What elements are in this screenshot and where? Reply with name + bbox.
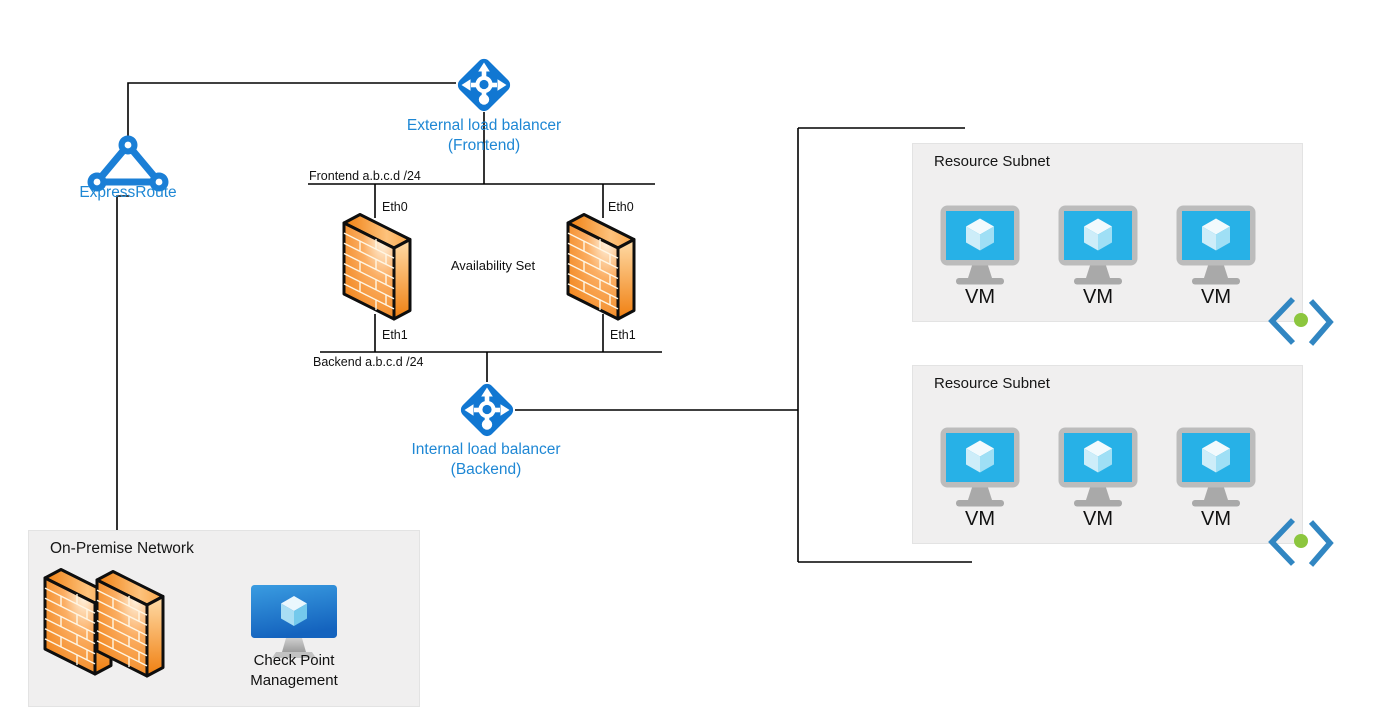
fw1-eth1-label: Eth1 xyxy=(382,328,408,342)
fw2-eth0-label: Eth0 xyxy=(608,200,634,214)
vm-icon xyxy=(940,427,1020,507)
vm-label: VM xyxy=(1201,286,1231,308)
frontend-subnet-label: Frontend a.b.c.d /24 xyxy=(309,169,421,183)
checkpoint-management-label: Check Point Management xyxy=(250,651,338,691)
internal-load-balancer-label: Internal load balancer (Backend) xyxy=(411,440,560,480)
resource-subnet-box-1: Resource Subnet VM VM VM xyxy=(912,143,1303,322)
firewall-icon xyxy=(95,570,165,678)
fw2-eth1-label: Eth1 xyxy=(610,328,636,342)
fw1-eth0-label: Eth0 xyxy=(382,200,408,214)
internal-lb-label-line2: (Backend) xyxy=(450,461,522,478)
endpoint-icon xyxy=(1268,295,1334,349)
vm-icon xyxy=(1058,427,1138,507)
availability-set-label: Availability Set xyxy=(450,258,536,273)
on-premise-network-title: On-Premise Network xyxy=(50,540,194,557)
external-lb-label-line2: (Frontend) xyxy=(447,137,521,154)
firewall-icon xyxy=(566,213,636,321)
firewall-icon xyxy=(342,213,412,321)
vm-label: VM xyxy=(1083,508,1113,530)
resource-subnet-box-2: Resource Subnet VM VM VM xyxy=(912,365,1303,544)
resource-subnet-1-title: Resource Subnet xyxy=(934,153,1050,170)
internal-lb-label-line1: Internal load balancer xyxy=(411,441,561,458)
internal-load-balancer-icon xyxy=(457,380,517,440)
resource-subnet-2-title: Resource Subnet xyxy=(934,375,1050,392)
backend-subnet-label: Backend a.b.c.d /24 xyxy=(313,355,424,369)
external-load-balancer-label: External load balancer (Frontend) xyxy=(407,116,561,156)
checkpoint-label-line1: Check Point xyxy=(253,652,335,669)
vm-icon xyxy=(1176,205,1256,285)
vm-icon xyxy=(1176,427,1256,507)
external-load-balancer-icon xyxy=(454,55,514,115)
endpoint-icon xyxy=(1268,516,1334,570)
vm-label: VM xyxy=(965,286,995,308)
wire-expressroute-to-onprem xyxy=(116,195,129,532)
external-lb-label-line1: External load balancer xyxy=(406,117,562,134)
checkpoint-label-line2: Management xyxy=(250,672,338,689)
vm-label: VM xyxy=(965,508,995,530)
vm-label: VM xyxy=(1201,508,1231,530)
vm-icon xyxy=(1058,205,1138,285)
vm-icon xyxy=(940,205,1020,285)
vm-label: VM xyxy=(1083,286,1113,308)
expressroute-label: ExpressRoute xyxy=(79,184,177,201)
